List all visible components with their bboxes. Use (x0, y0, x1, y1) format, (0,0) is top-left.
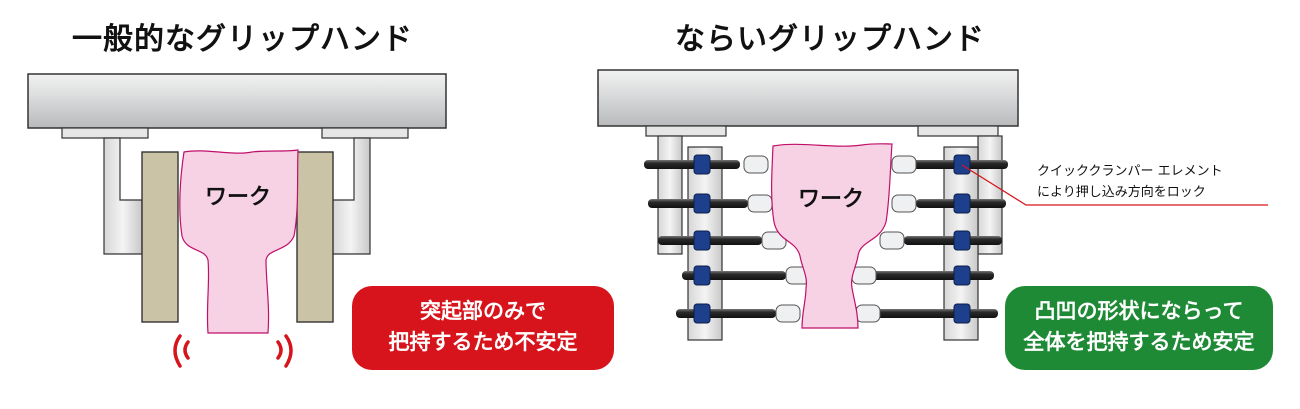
right-side-bar-right (977, 135, 1003, 255)
left-jaw-left (141, 151, 179, 323)
left-mount-right (321, 127, 409, 139)
left-title: 一般的なグリップハンド (72, 22, 413, 57)
rod-10 (876, 309, 998, 318)
right-mount-right (917, 125, 999, 137)
left-top-plate (27, 73, 447, 129)
callout-leader-line (961, 164, 1268, 206)
clamper-4 (693, 265, 711, 286)
right-work (771, 143, 893, 329)
right-gripper: ワーク (597, 69, 1268, 341)
pin-tip-6 (891, 155, 917, 174)
unstable-badge-line2: 把持するため不安定 (388, 330, 578, 354)
right-work-label: ワーク (798, 187, 864, 212)
rod-9 (872, 271, 994, 280)
pin-tip-7 (891, 194, 917, 213)
pin-tip-9 (851, 266, 877, 285)
pin-tip-2 (747, 194, 773, 213)
left-arm-left (103, 137, 143, 255)
left-mount-left (61, 127, 149, 139)
right-top-plate (597, 69, 1019, 127)
clamper-8 (953, 230, 971, 251)
pin-tip-5 (775, 304, 801, 323)
clamper-7 (953, 193, 971, 214)
right-title: ならいグリップハンド (675, 22, 985, 57)
pin-tip-8 (879, 231, 905, 250)
rod-8 (904, 236, 1002, 245)
clamper-5 (693, 303, 711, 324)
unstable-badge-line1: 突起部のみで (420, 299, 546, 323)
clamper-6 (953, 154, 971, 175)
right-side-bar-left (657, 135, 683, 255)
left-jaw-right (296, 151, 334, 323)
left-work (179, 149, 299, 334)
right-mount-left (645, 125, 727, 137)
left-work-label: ワーク (205, 185, 271, 210)
clamper-9 (953, 265, 971, 286)
left-gripper: ワーク (27, 73, 447, 368)
left-arm-right (331, 137, 371, 255)
clamper-10 (953, 303, 971, 324)
stable-badge: 凸凹の形状にならって 全体を把持するため安定 (1005, 286, 1273, 370)
rod-5 (676, 309, 776, 318)
clamper-1 (693, 154, 711, 175)
rod-1 (644, 160, 740, 169)
pin-tip-1 (743, 155, 769, 174)
stable-badge-line2: 全体を把持するため安定 (1023, 330, 1255, 354)
clamper-2 (693, 193, 711, 214)
pin-tip-3 (761, 231, 787, 250)
pin-tip-10 (855, 304, 881, 323)
stable-badge-line1: 凸凹の形状にならって (1034, 299, 1244, 323)
vibration-icon-right (276, 334, 293, 368)
callout-text-line2: により押し込み方向をロック (1037, 185, 1206, 200)
callout-text-line1: クイッククランパー エレメント (1037, 164, 1223, 179)
clamper-3 (693, 230, 711, 251)
unstable-badge: 突起部のみで 把持するため不安定 (352, 286, 614, 370)
vibration-icon-left (173, 334, 190, 368)
